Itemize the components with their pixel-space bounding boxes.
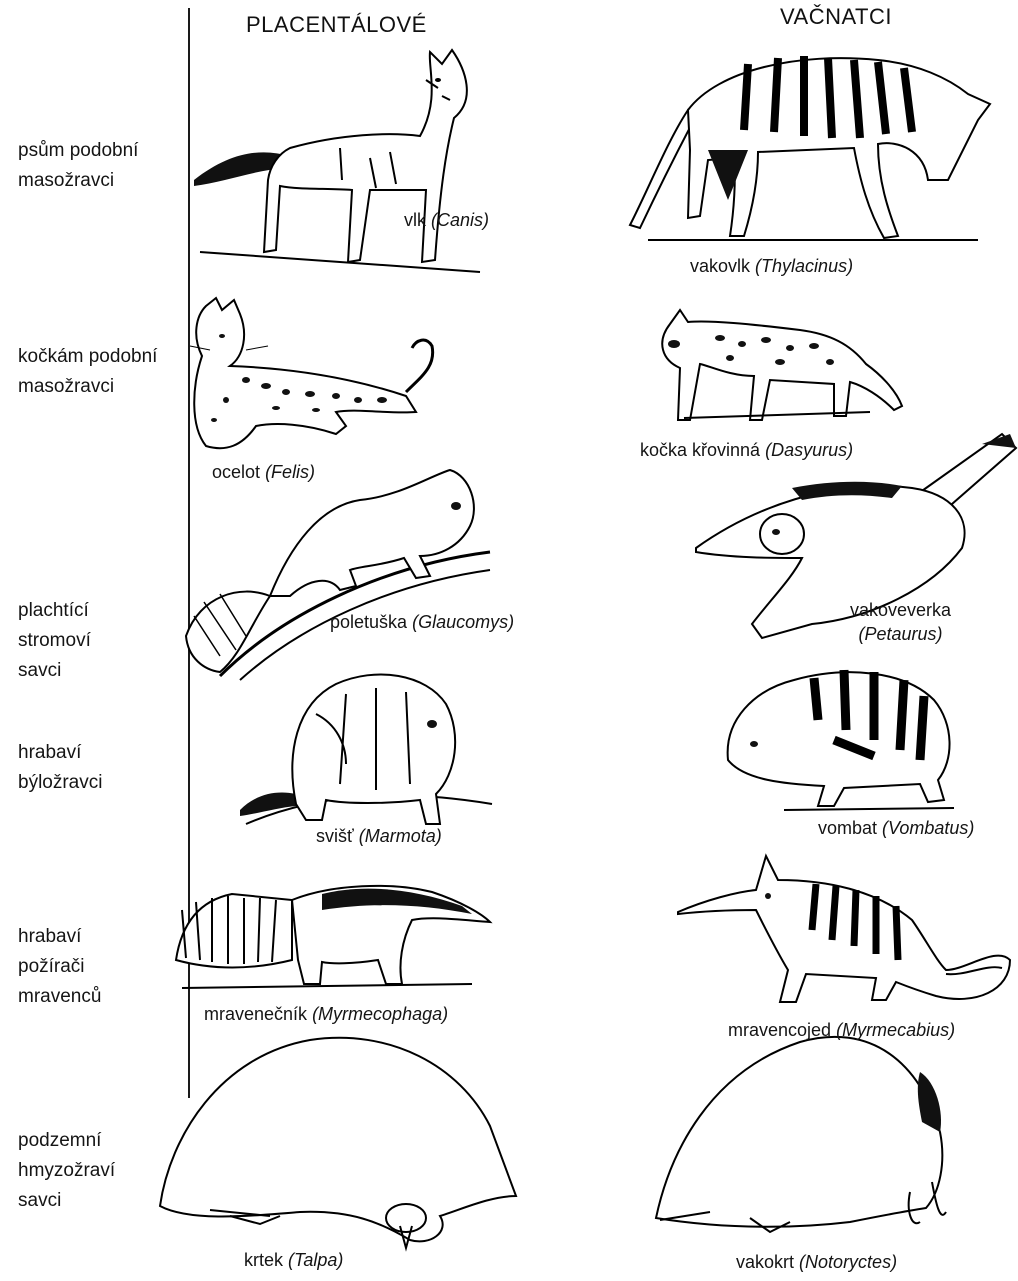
scientific-name: (Vombatus) (882, 818, 974, 838)
marmot-illustration (236, 664, 496, 840)
row-label-anteaters: hrabaví požírači mravenců (18, 922, 101, 1012)
scientific-name: (Canis) (431, 210, 489, 230)
label-mole: krtek (Talpa) (244, 1250, 343, 1271)
row-label-burrowing-herbivores: hrabaví býložravci (18, 738, 102, 798)
common-name: svišť (316, 826, 354, 846)
mole-illustration (150, 1026, 520, 1252)
common-name: mravencojed (728, 1020, 831, 1040)
scientific-name: (Glaucomys) (412, 612, 514, 632)
row-label-line: masožravci (18, 372, 157, 402)
row-label-line: savci (18, 656, 91, 686)
row-label-gliding-arboreal: plachtící stromoví savci (18, 596, 91, 686)
label-sugar-glider: vakoveverka (Petaurus) (850, 598, 951, 646)
scientific-name: (Marmota) (359, 826, 442, 846)
scientific-name: (Talpa) (288, 1250, 343, 1270)
row-label-line: hrabaví (18, 922, 101, 952)
scientific-name: (Myrmecabius) (836, 1020, 955, 1040)
label-wombat: vombat (Vombatus) (818, 818, 974, 839)
wolf-illustration (190, 40, 490, 280)
flying-squirrel-illustration (180, 466, 510, 696)
scientific-name: (Dasyurus) (765, 440, 853, 460)
row-label-subterranean-insectivores: podzemní hmyzožraví savci (18, 1126, 115, 1216)
anteater-illustration (172, 880, 492, 996)
common-name: mravenečník (204, 1004, 307, 1024)
placental-header: PLACENTÁLOVÉ (246, 12, 427, 38)
common-name: krtek (244, 1250, 283, 1270)
label-marsupial-mole: vakokrt (Notoryctes) (736, 1252, 897, 1273)
scientific-name: (Felis) (265, 462, 315, 482)
label-quoll: kočka křovinná (Dasyurus) (640, 440, 853, 461)
row-label-line: stromoví (18, 626, 91, 656)
quoll-illustration (650, 304, 910, 432)
scientific-name: (Notoryctes) (799, 1252, 897, 1272)
scientific-name: (Myrmecophaga) (312, 1004, 448, 1024)
scientific-name: (Thylacinus) (755, 256, 853, 276)
common-name: poletuška (330, 612, 407, 632)
thylacine-illustration (628, 40, 998, 250)
row-label-line: mravenců (18, 982, 101, 1012)
label-thylacine: vakovlk (Thylacinus) (690, 256, 853, 277)
common-name: vakovlk (690, 256, 750, 276)
row-label-line: požírači (18, 952, 101, 982)
label-wolf: vlk (Canis) (404, 210, 489, 231)
common-name: vakoveverka (850, 598, 951, 622)
row-label-line: plachtící (18, 596, 91, 626)
ocelot-illustration (186, 296, 446, 460)
common-name: kočka křovinná (640, 440, 760, 460)
common-name: vakokrt (736, 1252, 794, 1272)
row-label-line: hrabaví (18, 738, 102, 768)
label-numbat: mravencojed (Myrmecabius) (728, 1020, 955, 1041)
marsupial-header: VAČNATCI (780, 4, 892, 30)
label-ocelot: ocelot (Felis) (212, 462, 315, 483)
common-name: vombat (818, 818, 877, 838)
row-label-line: psům podobní (18, 136, 138, 166)
row-label-line: hmyzožraví (18, 1156, 115, 1186)
label-anteater: mravenečník (Myrmecophaga) (204, 1004, 448, 1025)
numbat-illustration (676, 850, 1014, 1014)
wombat-illustration (724, 660, 960, 820)
row-label-line: podzemní (18, 1126, 115, 1156)
scientific-name: (Petaurus) (850, 622, 951, 646)
common-name: vlk (404, 210, 426, 230)
row-label-line: býložravci (18, 768, 102, 798)
label-flying-squirrel: poletuška (Glaucomys) (330, 612, 514, 633)
row-label-line: savci (18, 1186, 115, 1216)
common-name: ocelot (212, 462, 260, 482)
row-label-cat-like-carnivores: kočkám podobní masožravci (18, 342, 157, 402)
row-label-line: kočkám podobní (18, 342, 157, 372)
row-label-dog-like-carnivores: psům podobní masožravci (18, 136, 138, 196)
label-marmot: svišť (Marmota) (316, 826, 442, 847)
row-label-line: masožravci (18, 166, 138, 196)
marsupial-mole-illustration (650, 1022, 960, 1240)
